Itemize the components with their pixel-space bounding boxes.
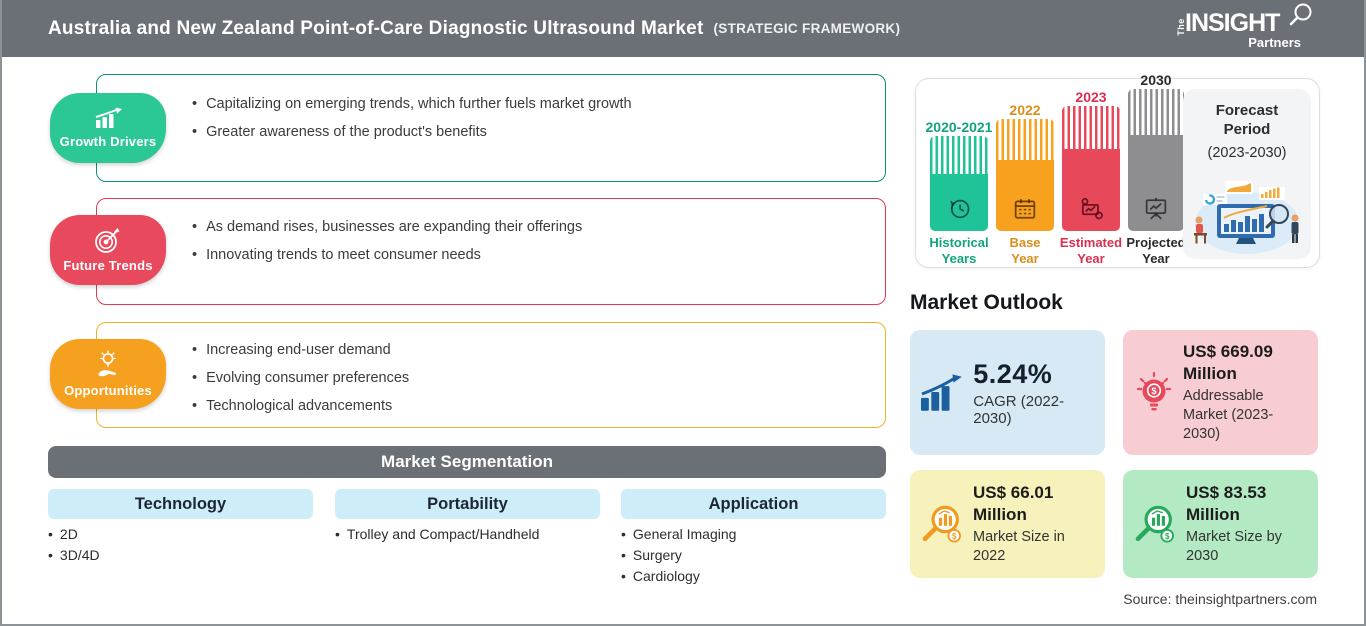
bulb-dollar-icon: $ [1136, 371, 1172, 410]
market-size-2030-card: $ US$ 83.53 Million Market Size by 2030 [1123, 470, 1318, 578]
bullet-item: Innovating trends to meet consumer needs [192, 241, 582, 269]
technology-items: 2D 3D/4D [48, 524, 100, 566]
application-items: General Imaging Surgery Cardiology [621, 524, 737, 587]
market-size-2022-value: US$ 66.01 Million [973, 483, 1054, 525]
year-label: 2023 [1075, 89, 1107, 105]
portability-items: Trolley and Compact/Handheld [335, 524, 539, 545]
source-attribution: Source: theinsightpartners.com [1123, 591, 1317, 607]
growth-drivers-badge: Growth Drivers [50, 93, 166, 163]
opportunities-badge: Opportunities [50, 339, 166, 409]
magnifier-chart-green-icon: $ [1135, 505, 1174, 543]
segment-header-application: Application [621, 489, 886, 519]
market-size-2022-desc: Market Size in 2022 [973, 528, 1065, 564]
list-item: Trolley and Compact/Handheld [335, 524, 539, 545]
market-size-2022-card: $ US$ 66.01 Million Market Size in 2022 [910, 470, 1105, 578]
addressable-desc: Addressable Market (2023-2030) [1183, 387, 1274, 442]
future-trends-bullets: As demand rises, businesses are expandin… [192, 213, 582, 269]
bar-historical [930, 136, 988, 231]
year-label: 2030 [1140, 72, 1172, 88]
target-dart-icon [95, 228, 120, 253]
addressable-value: US$ 669.09 Million [1183, 342, 1273, 384]
market-segmentation-bar: Market Segmentation [48, 446, 886, 478]
bar-base [996, 119, 1054, 231]
bullet-item: Evolving consumer preferences [192, 364, 409, 392]
cagr-card: 5.24% CAGR (2022-2030) [910, 330, 1105, 455]
magnifier-icon [1289, 3, 1312, 26]
cagr-value: 5.24% [973, 358, 1053, 389]
logo-partners-text: Partners [1248, 35, 1301, 50]
badge-label: Future Trends [63, 258, 153, 273]
growth-chart-icon [95, 107, 122, 128]
growth-drivers-bullets: Capitalizing on emerging trends, which f… [192, 90, 632, 146]
year-label: 2020-2021 [925, 119, 993, 135]
page-subtitle: (STRATEGIC FRAMEWORK) [713, 21, 901, 36]
chart-gear-icon [1081, 197, 1103, 220]
bulb-hand-icon [98, 350, 117, 377]
svg-text:$: $ [952, 532, 957, 541]
bar-projected [1128, 89, 1184, 231]
magnifier-chart-orange-icon: $ [922, 505, 961, 543]
list-item: 3D/4D [48, 545, 100, 566]
badge-label: Growth Drivers [59, 134, 157, 149]
forecast-range: (2023-2030) [1207, 144, 1287, 161]
list-item: 2D [48, 524, 100, 545]
bullet-item: Greater awareness of the product's benef… [192, 118, 632, 146]
opportunities-bullets: Increasing end-user demand Evolving cons… [192, 336, 409, 420]
market-size-2030-desc: Market Size by 2030 [1186, 528, 1282, 564]
header-bar: Australia and New Zealand Point-of-Care … [0, 0, 1366, 57]
bullet-item: Technological advancements [192, 392, 409, 420]
list-item: Surgery [621, 545, 736, 566]
page-title: Australia and New Zealand Point-of-Care … [48, 17, 704, 39]
segment-header-technology: Technology [48, 489, 313, 519]
svg-text:$: $ [1165, 532, 1170, 541]
calendar-icon [1014, 199, 1036, 219]
segmentation-title: Market Segmentation [381, 452, 553, 471]
list-item: Cardiology [621, 566, 736, 587]
segment-header-portability: Portability [335, 489, 600, 519]
year-label: 2022 [1009, 102, 1041, 118]
logo-insight-text: INSIGHT [1185, 9, 1280, 37]
svg-text:$: $ [1151, 386, 1157, 397]
market-outlook-title: Market Outlook [910, 291, 1063, 314]
presentation-chart-icon [1145, 197, 1167, 220]
bullet-item: As demand rises, businesses are expandin… [192, 213, 582, 241]
list-item: General Imaging [621, 524, 737, 545]
cagr-growth-icon [920, 373, 962, 411]
clock-history-icon [950, 199, 970, 219]
analytics-illustration [1194, 181, 1299, 254]
addressable-market-card: $ US$ 669.09 Million Addressable Market … [1123, 330, 1318, 455]
insight-partners-logo: The INSIGHT Partners [1176, 3, 1312, 50]
bullet-item: Capitalizing on emerging trends, which f… [192, 90, 632, 118]
bar-estimated [1062, 106, 1120, 231]
market-size-2030-value: US$ 83.53 Million [1186, 483, 1267, 525]
future-trends-badge: Future Trends [50, 215, 166, 285]
bullet-item: Increasing end-user demand [192, 336, 409, 364]
badge-label: Opportunities [64, 383, 152, 398]
cagr-desc: CAGR (2022-2030) [973, 392, 1065, 427]
